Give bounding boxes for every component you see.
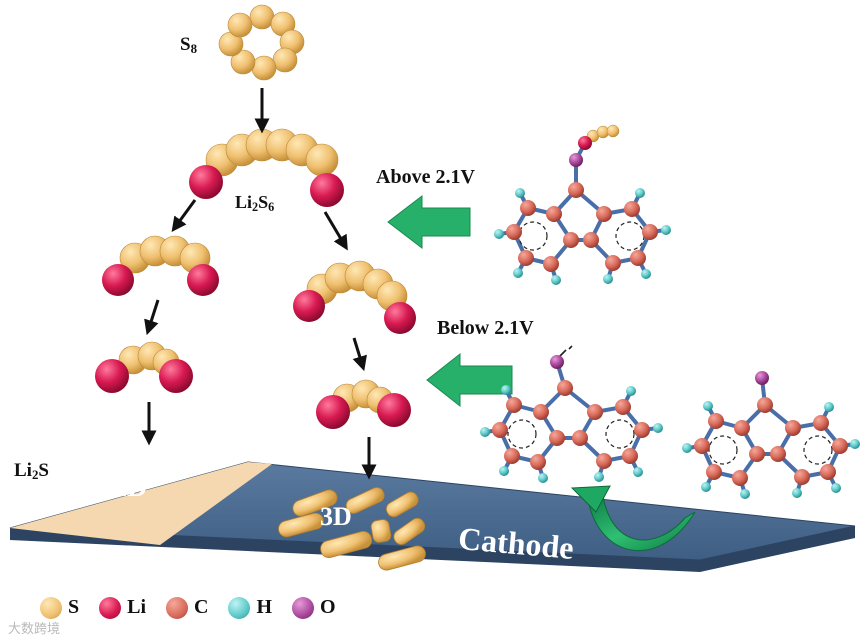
legend-label: C <box>194 596 209 618</box>
legend-label: H <box>256 596 273 618</box>
deposit <box>292 489 338 517</box>
deposit <box>385 491 419 518</box>
deposit <box>370 519 392 543</box>
fluorenone-regenerated <box>682 371 860 499</box>
above-voltage-label: Above 2.1V <box>376 166 475 188</box>
li2s-label-s: S <box>38 460 49 481</box>
li2s6-label-sub2: 6 <box>268 200 275 215</box>
deposit <box>345 487 385 514</box>
fluorenone-above <box>494 124 671 285</box>
li2s6-label-sub1: 2 <box>252 200 259 215</box>
green-arrow-above <box>387 194 471 250</box>
curved-green-arrow <box>570 485 696 552</box>
li2s6-label-s: S <box>258 192 269 212</box>
legend-item-li: Li <box>99 596 146 619</box>
s8-label: S8 <box>180 34 197 57</box>
li2s-label: Li2S <box>14 460 49 483</box>
li2s6-molecule <box>189 128 344 207</box>
region-3d-label: 3D <box>320 502 352 531</box>
legend-item-s: S <box>40 596 79 619</box>
deposit <box>278 512 324 538</box>
arrow-li2s6-to-right <box>323 211 348 251</box>
legend-label: S <box>68 596 80 618</box>
arrow-left-step2 <box>144 299 160 336</box>
fluorenone-below <box>480 345 663 483</box>
region-2d-label: 2D <box>113 472 148 503</box>
li2s-label-li: Li <box>14 460 32 481</box>
carbon-swatch-icon <box>166 596 189 619</box>
legend-label: Li <box>127 596 147 618</box>
watermark: 大数跨境 <box>8 622 61 637</box>
li2s4-right <box>293 260 416 334</box>
deposit <box>378 545 426 571</box>
legend-item-c: C <box>166 596 208 619</box>
oxygen-swatch-icon <box>292 596 315 619</box>
li2s2-left <box>95 341 193 393</box>
deposit <box>320 530 373 559</box>
region-2d <box>10 462 272 545</box>
legend-label: O <box>320 596 336 618</box>
deposit <box>393 517 426 545</box>
hydrogen-swatch-icon <box>228 596 251 619</box>
cathode-plate <box>9 461 856 572</box>
li2s6-label: Li2S6 <box>235 192 274 215</box>
below-voltage-label: Below 2.1V <box>437 317 534 339</box>
s8-label-sub: 8 <box>190 41 198 57</box>
legend-item-h: H <box>228 596 272 619</box>
arrow-right-step2 <box>352 337 367 372</box>
element-legend: S Li C H O <box>40 596 356 619</box>
lithium-swatch-icon <box>99 596 122 619</box>
li2s-3d-deposits <box>278 487 426 571</box>
li2s4-left <box>102 235 219 296</box>
li2s-label-sub: 2 <box>31 467 39 483</box>
li2s2-right <box>316 379 411 429</box>
legend-item-o: O <box>292 596 336 619</box>
li2s6-label-li: Li <box>235 192 253 212</box>
sulfur-swatch-icon <box>40 596 62 619</box>
s8-ring <box>218 4 305 81</box>
s8-label-main: S <box>180 34 191 55</box>
arrow-li2s6-to-left <box>171 199 197 233</box>
green-arrow-below <box>426 352 513 408</box>
